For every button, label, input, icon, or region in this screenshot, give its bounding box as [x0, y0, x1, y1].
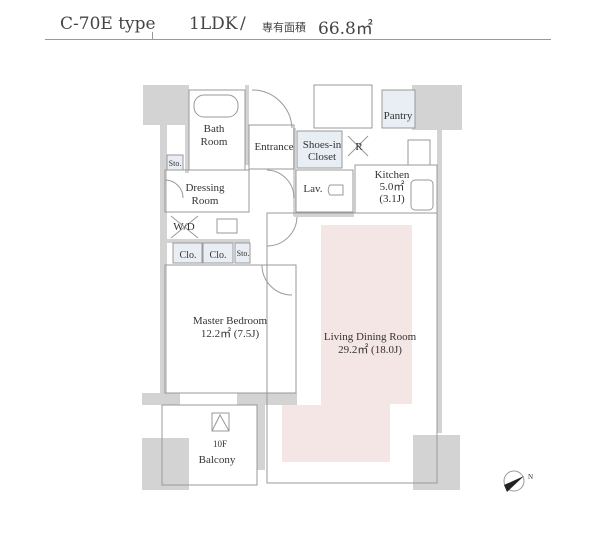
header-slash: / [240, 14, 246, 34]
bath-room-label-2: Room [201, 136, 228, 148]
ldr-label: Living Dining Room [324, 331, 417, 343]
compass-north-label: N [528, 473, 533, 481]
ldr-area: 29.2㎡ (18.0J) [338, 343, 402, 356]
header-rule [45, 39, 551, 40]
master-bedroom-label: Master Bedroom [193, 315, 268, 327]
walls [142, 85, 462, 490]
compass-icon: N [503, 470, 533, 492]
dressing-room-label: Dressing [185, 182, 225, 194]
unit-type: C-70E type [60, 14, 156, 34]
closet-label-2: Clo. [210, 250, 227, 261]
bath-room-label: Bath [204, 123, 225, 135]
master-bedroom-area: 12.2㎡ (7.5J) [201, 327, 260, 340]
closet-label-1: Clo. [180, 250, 197, 261]
storage-areas [166, 89, 416, 264]
ldr-floor-area [282, 225, 412, 462]
room-outlines [161, 84, 438, 486]
balcony-label: Balcony [199, 454, 236, 466]
kitchen-area: 5.0㎡ [380, 180, 405, 193]
layout-type: 1LDK [189, 14, 238, 34]
area-label: 専有面積 [262, 21, 306, 34]
storage-label-2: Sto. [237, 249, 250, 258]
header-divider [152, 32, 153, 40]
floor-label: 10F [213, 439, 227, 449]
pantry-label: Pantry [384, 110, 413, 122]
washer-dryer-label: W/D [173, 221, 194, 233]
shoes-closet-label-2: Closet [308, 151, 336, 163]
shoes-closet-label: Shoes-in [303, 139, 342, 151]
lavatory-label: Lav. [303, 183, 322, 195]
kitchen-tatami: (3.1J) [379, 193, 405, 205]
kitchen-label: Kitchen [375, 169, 410, 181]
storage-label-1: Sto. [169, 159, 182, 168]
entrance-label: Entrance [254, 141, 293, 153]
dressing-room-label-2: Room [192, 195, 219, 207]
refrigerator-label: R [355, 141, 363, 153]
area-value: 66.8㎡ [318, 19, 373, 39]
